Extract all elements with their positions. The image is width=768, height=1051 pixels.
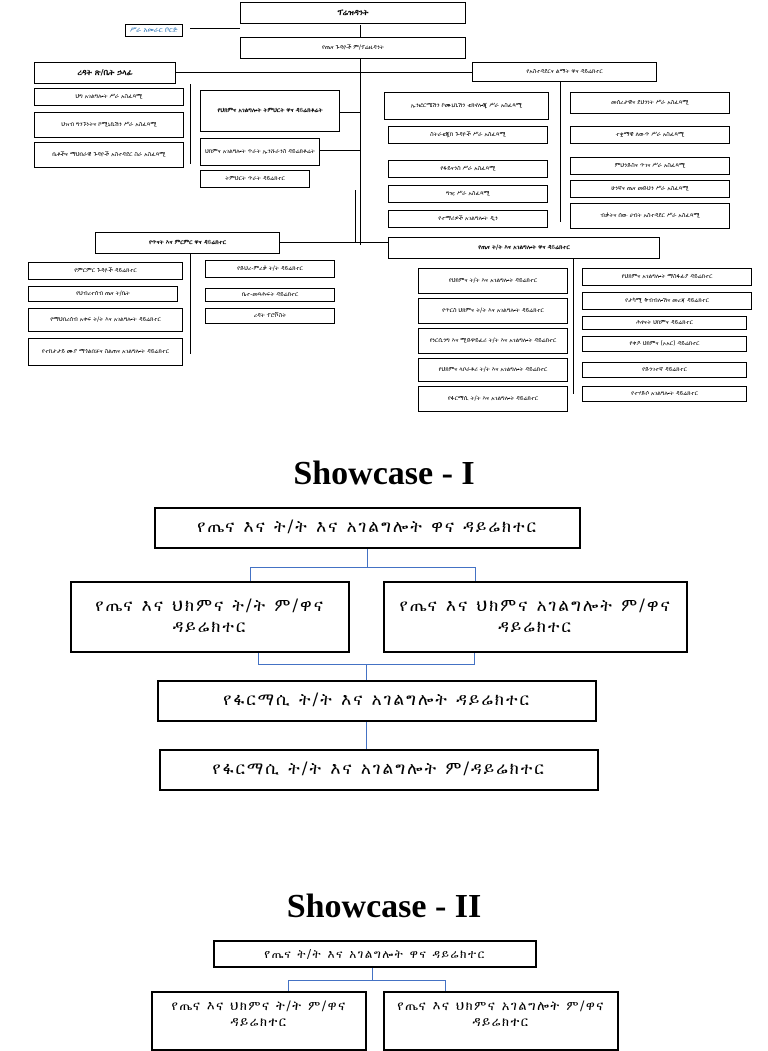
org-box: ስትራቴጂክ ጉዳዮች ሥራ አስፈጻሚ	[388, 126, 548, 144]
org-box: የአስተዳደርና ልማት ዋና ዳይሬክተር	[472, 62, 657, 82]
connector-line	[190, 28, 240, 29]
org-box: ኢንፎርሜሽን ኮሙኒኬሽን ቴክኖሎጂ ሥራ አስፈጻሚ	[384, 92, 549, 120]
showcase-2-heading: Showcase - II	[286, 888, 482, 925]
connector-line	[280, 242, 390, 243]
org-box: ህግ አገልግሎት ሥራ አስፈጻሚ	[34, 88, 184, 106]
connector-line	[320, 150, 360, 151]
connector-line	[445, 980, 446, 991]
org-box: ግዢ ሥራ አስፈጻሚ	[388, 185, 548, 203]
org-box: የፋይናንስ ሥራ አስፈጻሚ	[388, 160, 548, 178]
org-box: የጤና ት/ት እና አገልግሎት ዋና ዳይሬክተር	[388, 237, 660, 259]
org-box: የተማሪዎች አገልግሎት ዲን	[388, 210, 548, 228]
org-box: የህክምና ላቦራቶሪ ት/ት እና አገልግሎት ዳይሬክተር	[418, 358, 568, 382]
connector-line	[190, 84, 191, 164]
org-box: የታካሚ ቅብብሎሽና መረጃ ዳይሬክተር	[582, 292, 752, 310]
org-box: ተቋማዊ ለውጥ ሥራ አስፈጻሚ	[570, 126, 730, 144]
connector-line	[250, 567, 251, 581]
vp-box: የጤና ጉዳዮች ም/ፕሬዚዳንት	[240, 37, 466, 59]
showcase-1-bottom-box: የፋርማሲ ት/ት እና አገልግሎት ም/ዳይሬክተር	[159, 749, 599, 791]
org-box: ምህንድስና ጥገና ሥራ አስፈጻሚ	[570, 157, 730, 175]
connector-line	[190, 254, 191, 354]
assistant-office-box: ረዳት ጽ/ቤት ኃላፊ	[34, 62, 176, 84]
board-label: ሥራ አመራር ቦርድ	[125, 24, 183, 37]
president-box: ፕሬዝዳንት	[240, 2, 466, 24]
org-box: የድህረ-ምረቃ ት/ት ዳይሬክተር	[205, 260, 335, 278]
connector-line	[250, 567, 476, 568]
org-box: የጥናት እና ምርምር ዋና ዳይሬክተር	[95, 232, 280, 254]
connector-line	[367, 549, 368, 567]
connector-line	[573, 259, 574, 394]
org-box: የፋርማሲ ት/ት እና አገልግሎት ዳይሬክተር	[418, 386, 568, 412]
org-box: ረዳት ፕሮቮስት	[205, 308, 335, 324]
org-box: የተከታታይ ሙያ ማጎልበቻና ስልጠና አገልግሎት ዳይሬክተር	[28, 338, 183, 366]
org-box: የህክምና አገልግሎት ማስፋፊያ ዳይሬክተር	[582, 268, 752, 286]
showcase-1-top-box: የጤና እና ት/ት እና አገልግሎት ዋና ዳይሬክተር	[154, 507, 581, 549]
connector-line	[288, 980, 289, 991]
showcase-1-left-box: የጤና እና ህክምና ት/ት ም/ዋና ዳይሬክተር	[70, 581, 350, 653]
showcase-2-left-box: የጤና እና ህክምና ት/ት ም/ዋና ዳይሬክተር	[151, 991, 367, 1051]
org-box: የህክምና ት/ት እና አገልግሎት ዳይሬክተር	[418, 268, 568, 294]
connector-line	[360, 25, 361, 245]
connector-line	[560, 82, 561, 222]
connector-line	[475, 567, 476, 581]
connector-line	[175, 72, 475, 73]
connector-line	[366, 664, 367, 680]
connector-line	[366, 722, 367, 749]
org-box: ህክምና አገልግሎት ጥራት ኢንሹራንስ ዳይሬክቶሬት	[200, 138, 320, 166]
showcase-1-right-box: የጤና እና ህክምና አገልግሎት ም/ዋና ዳይሬክተር	[383, 581, 688, 653]
org-box: የጥርስ ህክምና ት/ት እና አገልግሎት ዳይሬክተር	[418, 298, 568, 324]
org-box: የተሃድሶ አገልግሎት ዳይሬክተር	[582, 386, 747, 402]
org-box: የነርሲንግ እና ሚድዋይፈሪ ት/ት እና አገልግሎት ዳይሬክተር	[418, 328, 568, 354]
org-box: የህብረተሰብ ጤና ት/ቤት	[28, 286, 178, 302]
org-box: ቤተ-መጻሕፍት ዳይሬክተር	[205, 288, 335, 302]
org-box: ብቃትና ሰው ሀብት አስተዳደር ሥራ አስፈጻሚ	[570, 203, 730, 229]
org-box: ትምህርት ጥራት ዳይሬክተር	[200, 170, 310, 188]
org-box: ሁነኛና ጤና መድህን ሥራ አስፈጻሚ	[570, 180, 730, 198]
org-box: የቀዶ ህክምና (ኦአር) ዳይሬክተር	[582, 336, 747, 352]
org-box: መሰረታዊና ደህንነት ሥራ አስፈጻሚ	[570, 92, 730, 114]
showcase-2-top-box: የጤና ት/ት እና አገልግሎት ዋና ዳይሬክተር	[213, 940, 537, 968]
org-box: የምርምር ጉዳዮች ዳይሬክተር	[28, 262, 183, 280]
org-box: ሕፃናት ህክምና ዳይሬክተር	[582, 316, 747, 330]
connector-line	[288, 980, 446, 981]
showcase-2-right-box: የጤና እና ህክምና አገልግሎት ም/ዋና ዳይሬክተር	[383, 991, 619, 1051]
org-box: የድንገተኛ ዳይሬክተር	[582, 362, 747, 378]
org-box: ቤቶችና ማህበራዊ ጉዳዮች አስተዳደር ስራ አስፈጻሚ	[34, 142, 184, 168]
showcase-1-mid-box: የፋርማሲ ት/ት እና አገልግሎት ዳይሬክተር	[157, 680, 597, 722]
org-box: የህክምና አገልግሎት ትምህርት ዋና ዳይሬክቶሬት	[200, 90, 340, 132]
showcase-1-heading: Showcase - I	[293, 455, 475, 492]
connector-line	[474, 653, 475, 664]
connector-line	[258, 653, 259, 664]
connector-line	[340, 112, 360, 113]
connector-line	[355, 190, 356, 242]
org-box: የማህበረሰብ አቀፍ ት/ት እና አገልግሎት ዳይሬክተር	[28, 308, 183, 332]
org-box: ህዝብ ግንኙነትና ኮሚኒኬሽን ሥራ አስፈጻሚ	[34, 112, 184, 138]
connector-line	[372, 968, 373, 980]
